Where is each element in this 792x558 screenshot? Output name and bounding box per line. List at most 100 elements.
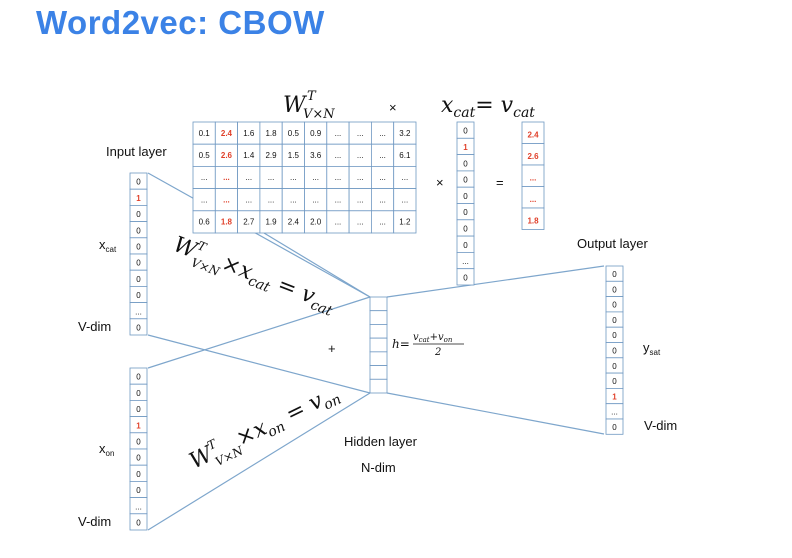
connection-lines — [147, 172, 605, 531]
matrix-value: ... — [357, 129, 364, 138]
matrix-value: 1.9 — [265, 218, 277, 227]
result-value: ... — [530, 195, 537, 204]
svg-text:WTV×N×xcat = vcat: WTV×N×xcat = vcat — [168, 230, 340, 321]
matrix-value: ... — [379, 151, 386, 160]
matrix-value: ... — [245, 173, 252, 182]
matrix-value: 1.2 — [399, 218, 411, 227]
top-equation-w: W — [283, 93, 308, 118]
y-sat-value: 0 — [612, 301, 617, 310]
svg-text:2: 2 — [434, 347, 441, 358]
output-layer-label: Output layer — [577, 236, 648, 251]
mult-value: ... — [462, 257, 469, 266]
matrix-value: ... — [290, 173, 297, 182]
x-on-value: 0 — [136, 373, 141, 382]
matrix-value: ... — [335, 218, 342, 227]
hidden-cell — [369, 351, 388, 366]
hidden-layer-vector — [369, 296, 388, 394]
x-cat-value: 0 — [136, 226, 141, 235]
hidden-layer-label: Hidden layer — [344, 434, 418, 449]
matrix-value: ... — [201, 195, 208, 204]
result-vector: 2.42.6......1.8 — [521, 121, 545, 230]
matrix-value: ... — [357, 218, 364, 227]
times-sign-small: × — [436, 175, 444, 190]
matrix-value: ... — [379, 129, 386, 138]
x-on-value: 0 — [136, 470, 141, 479]
result-cell — [521, 207, 545, 230]
matrix-value: 2.9 — [265, 151, 277, 160]
x-on-cell — [129, 513, 148, 531]
matrix-value: 0.5 — [199, 151, 211, 160]
top-equation-w-sub: V×N — [303, 107, 335, 122]
matrix-value: ... — [357, 173, 364, 182]
x-on-value: 0 — [136, 389, 141, 398]
matrix-value: ... — [223, 173, 230, 182]
upper-diagonal-equation: WTV×N×xcat = vcat — [168, 230, 340, 321]
matrix-value: 0.9 — [310, 129, 322, 138]
matrix-value: 0.1 — [199, 129, 211, 138]
matrix-value: ... — [312, 195, 319, 204]
x-cat-value: 0 — [136, 210, 141, 219]
matrix-value: 6.1 — [399, 151, 411, 160]
result-value: 1.8 — [527, 216, 539, 225]
matrix-value: ... — [335, 173, 342, 182]
hidden-cell — [369, 378, 388, 394]
plus-sign: + — [328, 341, 336, 356]
matrix-value: ... — [335, 151, 342, 160]
y-sat-value: ... — [611, 408, 618, 417]
matrix-value: ... — [245, 195, 252, 204]
x-on-value: 0 — [136, 454, 141, 463]
y-sat-value: 1 — [612, 392, 617, 401]
matrix-value: 1.4 — [243, 151, 255, 160]
x-cat-value: ... — [135, 307, 142, 316]
v-dim-label-on: V-dim — [78, 514, 111, 529]
svg-text:vcat+von: vcat+von — [413, 332, 453, 344]
x-cat-label: xcat — [99, 237, 117, 254]
hidden-cell — [369, 296, 388, 312]
x-on-value: 0 — [136, 518, 141, 527]
result-value: ... — [530, 173, 537, 182]
top-equation-w-sup: T — [307, 89, 317, 104]
mult-value: 0 — [463, 241, 468, 250]
x-cat-value: 0 — [136, 178, 141, 187]
matrix-value: 1.6 — [243, 129, 255, 138]
mult-value: 0 — [463, 127, 468, 136]
y-sat-cell — [605, 418, 624, 435]
top-times-sign: × — [389, 100, 397, 115]
matrix-value: ... — [312, 173, 319, 182]
v-dim-label-cat: V-dim — [78, 319, 111, 334]
matrix-value: 1.8 — [265, 129, 277, 138]
matrix-value: ... — [402, 173, 409, 182]
result-value: 2.6 — [527, 152, 539, 161]
hidden-cell — [369, 310, 388, 325]
matrix-value: 1.8 — [221, 218, 233, 227]
matrix-value: ... — [290, 195, 297, 204]
x-cat-value: 0 — [136, 259, 141, 268]
equals-sign-small: = — [496, 175, 504, 190]
matrix-value: 3.2 — [399, 129, 411, 138]
svg-text:WTV×N×xon = von: WTV×N×xon = von — [185, 379, 345, 479]
matrix-value: 3.6 — [310, 151, 322, 160]
hidden-cell — [369, 324, 388, 339]
x-on-value: 0 — [136, 405, 141, 414]
x-cat-cell — [129, 318, 148, 336]
mult-value: 0 — [463, 159, 468, 168]
x-cat-value: 0 — [136, 275, 141, 284]
matrix-value: ... — [201, 173, 208, 182]
x-on-value: 0 — [136, 486, 141, 495]
top-equation-xcat: xcat= vcat — [441, 93, 535, 121]
hidden-cell — [369, 365, 388, 380]
x-cat-value: 0 — [136, 323, 141, 332]
mult-value: 0 — [463, 208, 468, 217]
mult-value: 1 — [463, 143, 468, 152]
matrix-value: ... — [357, 151, 364, 160]
mult-value: 0 — [463, 192, 468, 201]
input-layer-label: Input layer — [106, 144, 167, 159]
y-sat-value: 0 — [612, 423, 617, 432]
y-sat-value: 0 — [612, 316, 617, 325]
mult-value: 0 — [463, 225, 468, 234]
matrix-value: 2.4 — [288, 218, 300, 227]
